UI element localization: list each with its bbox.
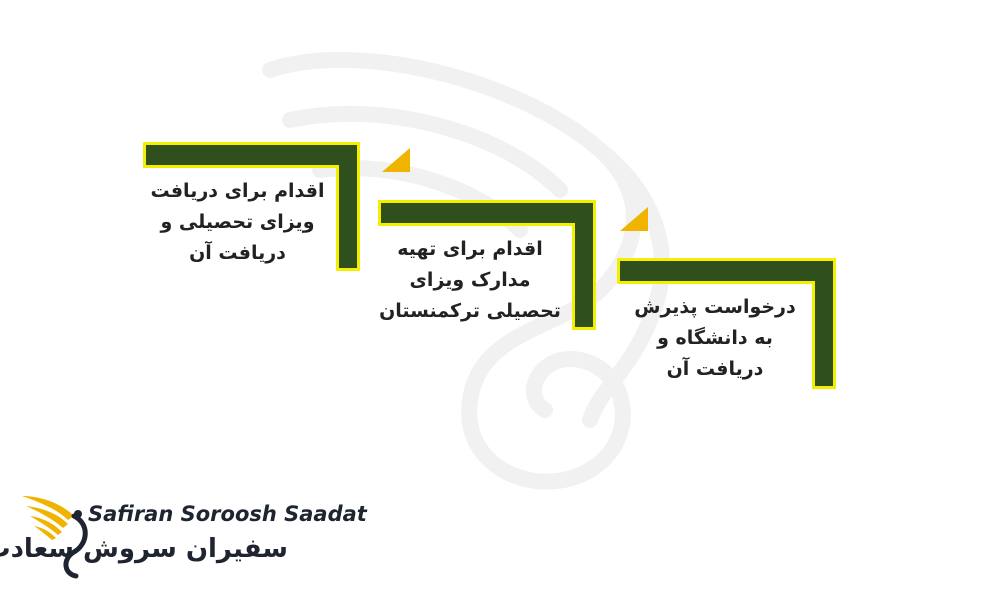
logo-name-fa: سفیران سروش سعادت xyxy=(0,534,288,564)
swan-logo-icon xyxy=(22,496,88,579)
step-1-top-bar xyxy=(143,142,360,168)
step-2-text: اقدام برای تهیه مدارک ویزای تحصیلی ترکمن… xyxy=(379,238,561,322)
step-2-side-bar xyxy=(572,223,596,330)
step-2-top-bar xyxy=(378,200,596,226)
step-arrow-1 xyxy=(382,148,410,172)
logo-name-en: Safiran Soroosh Saadat xyxy=(88,502,367,526)
step-3-text: درخواست پذیرش به دانشگاه و دریافت آن xyxy=(634,296,796,380)
step-arrow-2 xyxy=(620,207,648,231)
step-1-text: اقدام برای دریافت ویزای تحصیلی و دریافت … xyxy=(150,180,325,264)
step-3-top-bar xyxy=(617,258,836,284)
step-1-side-bar xyxy=(336,165,360,271)
brand-logo: Safiran Soroosh Saadat سفیران سروش سعادت xyxy=(0,490,367,590)
step-3-side-bar xyxy=(812,281,836,389)
